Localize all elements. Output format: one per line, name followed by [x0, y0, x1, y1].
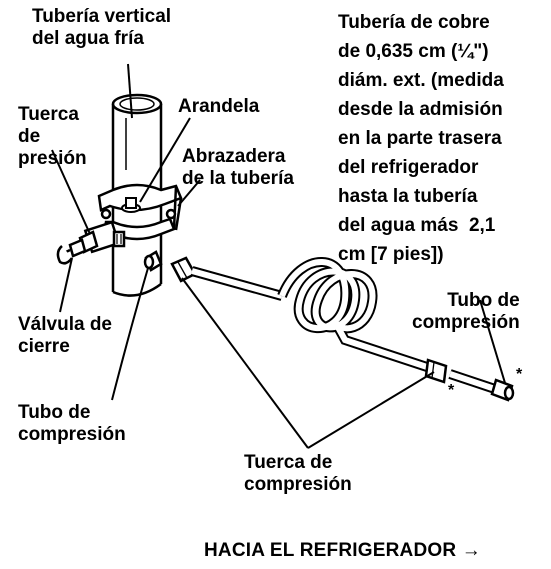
shutoff-valve	[56, 220, 126, 265]
compression-sleeve-left	[143, 250, 163, 272]
label-packing-nut: Tuerca de presión	[18, 104, 87, 169]
label-shutoff-valve: Válvula de cierre	[18, 314, 112, 357]
copper-tubing	[190, 257, 500, 395]
compression-nut-right	[424, 358, 448, 384]
asterisk-marker: *	[448, 382, 455, 399]
label-compression-sleeve-right: Tubo de compresión	[412, 290, 520, 333]
label-washer: Arandela	[178, 96, 260, 117]
compression-sleeve-right	[490, 378, 515, 402]
label-vertical-water-pipe: Tubería vertical del agua fría	[32, 6, 172, 49]
compression-nut-left	[170, 256, 197, 283]
leader-lines	[51, 63, 506, 449]
washer	[121, 197, 141, 213]
label-compression-nut: Tuerca de compresión	[244, 452, 352, 495]
label-copper-tubing: Tubería de cobre de 0,635 cm (¼") diám. …	[338, 12, 504, 265]
asterisk-marker: *	[516, 366, 523, 383]
label-pipe-clamp: Abrazadera de la tubería	[182, 146, 294, 189]
footer-to-refrigerator: HACIA EL REFRIGERADOR →	[204, 540, 481, 561]
label-compression-sleeve-left: Tubo de compresión	[18, 402, 126, 445]
